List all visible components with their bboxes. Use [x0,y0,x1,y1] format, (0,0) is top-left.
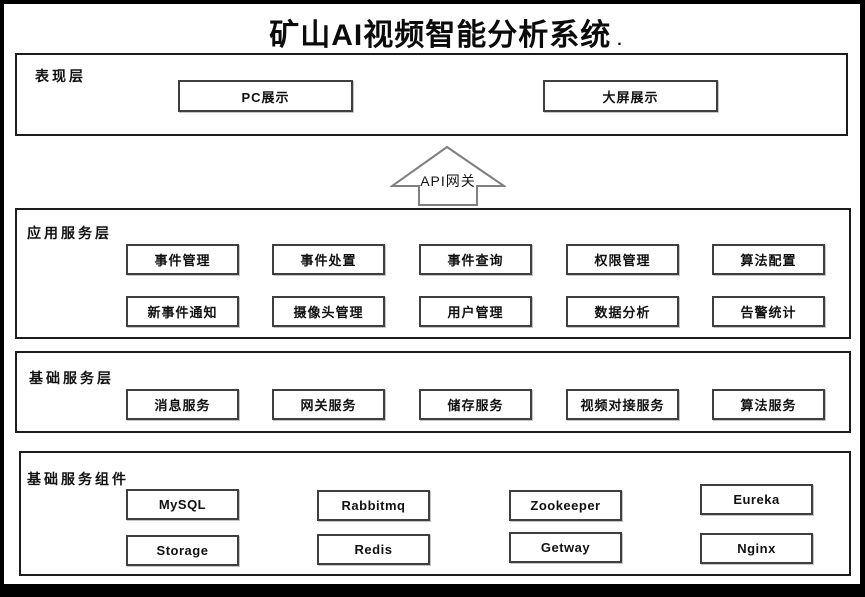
diagram-canvas: 矿山AI视频智能分析系统. 表现层 PC展示 大屏展示 API网关 应用服务层 … [4,4,860,584]
diagram-box-pc-display: PC展示 [178,80,353,112]
diagram-box-mysql: MySQL [126,489,239,520]
diagram-box-redis: Redis [317,534,430,565]
section-label-basic-components: 基础服务组件 [27,471,129,487]
section-label-application: 应用服务层 [27,225,112,241]
diagram-box-event-management: 事件管理 [126,244,239,275]
diagram-box-permission-management: 权限管理 [566,244,679,275]
section-presentation-layer: 表现层 [15,53,848,136]
diagram-box-message-service: 消息服务 [126,389,239,420]
diagram-box-rabbitmq: Rabbitmq [317,490,430,521]
page-title-text: 矿山AI视频智能分析系统 [269,19,612,52]
diagram-box-gateway-service: 网关服务 [272,389,385,420]
diagram-box-eureka: Eureka [700,484,813,515]
diagram-box-nginx: Nginx [700,533,813,564]
diagram-box-user-management: 用户管理 [419,296,532,327]
api-gateway-arrow: API网关 [390,145,506,208]
diagram-box-storage: Storage [126,535,239,566]
page-title: 矿山AI视频智能分析系统. [18,10,865,54]
diagram-box-new-event-notify: 新事件通知 [126,296,239,327]
diagram-box-event-handling: 事件处置 [272,244,385,275]
diagram-box-algorithm-config: 算法配置 [712,244,825,275]
title-trailing-dot: . [617,32,623,49]
diagram-box-bigscreen-display: 大屏展示 [543,80,718,112]
diagram-box-video-connect-service: 视频对接服务 [566,389,679,420]
diagram-box-storage-service: 储存服务 [419,389,532,420]
diagram-box-event-query: 事件查询 [419,244,532,275]
diagram-box-camera-management: 摄像头管理 [272,296,385,327]
section-label-presentation: 表现层 [35,68,86,84]
diagram-box-data-analysis: 数据分析 [566,296,679,327]
diagram-box-zookeeper: Zookeeper [509,490,622,521]
diagram-box-algorithm-service: 算法服务 [712,389,825,420]
section-label-basic-service: 基础服务层 [29,370,114,386]
diagram-box-getway: Getway [509,532,622,563]
api-gateway-label: API网关 [420,173,476,189]
diagram-box-alarm-statistics: 告警统计 [712,296,825,327]
up-arrow-icon [390,145,506,206]
